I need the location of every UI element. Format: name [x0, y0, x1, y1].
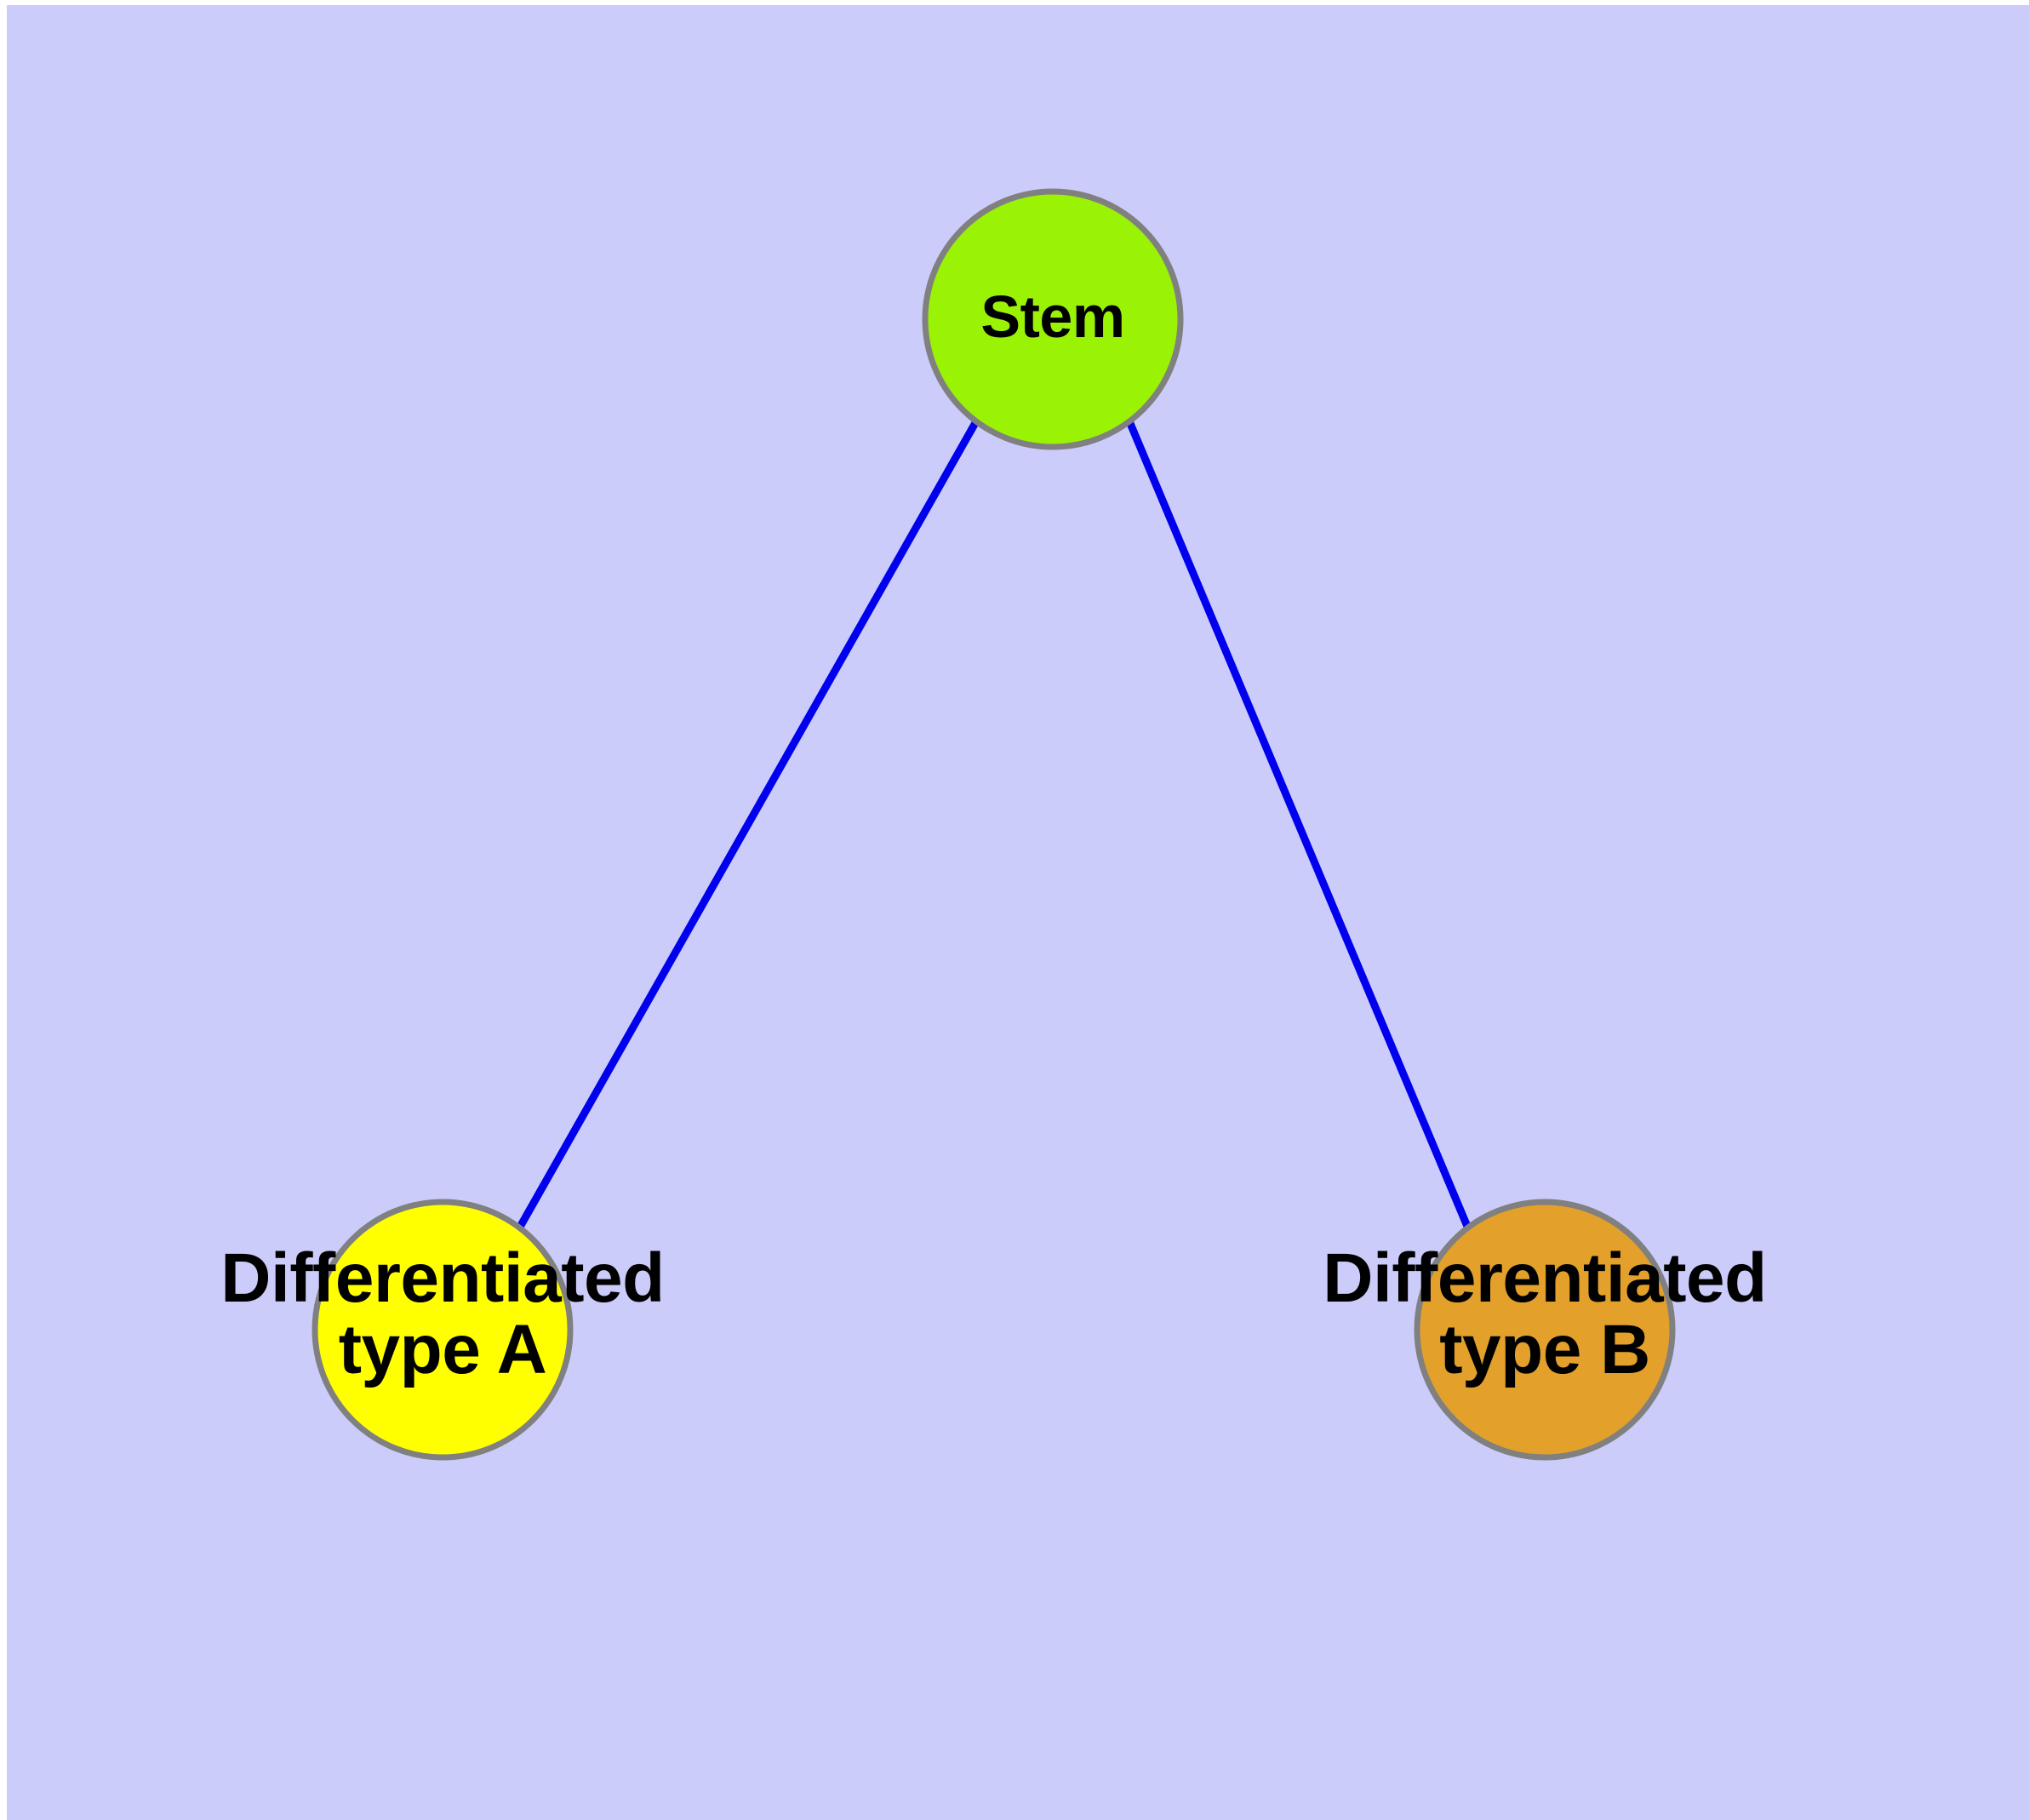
node-layer — [311, 188, 1676, 1461]
node-diff-a[interactable] — [311, 1199, 574, 1461]
node-stem[interactable] — [922, 188, 1184, 450]
edge-stem-to-diff-b — [1125, 420, 1472, 1230]
edge-stem-to-diff-a — [516, 419, 980, 1231]
node-diff-b[interactable] — [1414, 1199, 1676, 1461]
edge-layer — [516, 419, 1472, 1231]
